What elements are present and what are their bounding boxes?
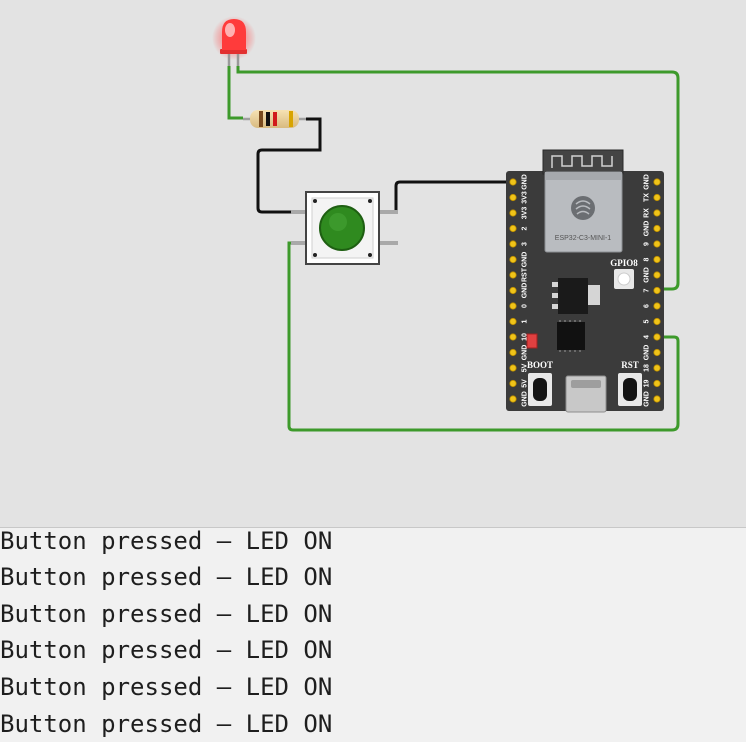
right-pin-label-12: 18	[644, 364, 651, 372]
power-led	[526, 333, 538, 349]
right-pin-4[interactable]	[653, 240, 661, 248]
right-pin-3[interactable]	[653, 224, 661, 233]
right-pin-label-1: TX	[644, 193, 651, 202]
wire-resistor-to-button	[256, 117, 322, 214]
left-pin-4[interactable]	[509, 240, 517, 248]
left-pin-6[interactable]	[509, 271, 517, 279]
right-pin-label-2: RX	[644, 208, 651, 218]
left-pin-10[interactable]	[509, 333, 517, 341]
module-label: ESP32-C3-MINI-1	[555, 235, 612, 242]
right-pin-label-10: 4	[644, 335, 651, 339]
left-pin-14[interactable]	[509, 395, 517, 403]
right-pin-5[interactable]	[653, 255, 661, 264]
left-pin-label-2: 3V3	[522, 207, 529, 220]
wire-led-to-gpio7	[236, 66, 680, 291]
left-pin-label-7: GND	[522, 283, 529, 299]
right-pin-label-8: 6	[644, 304, 651, 308]
right-pin-label-11: GND	[644, 345, 651, 361]
right-pin-6[interactable]	[653, 271, 661, 279]
right-pin-1[interactable]	[653, 193, 661, 202]
left-pin-13[interactable]	[509, 379, 517, 388]
right-pin-label-6: GND	[644, 267, 651, 283]
left-pin-label-14: GND	[522, 391, 529, 407]
right-pin-0[interactable]	[653, 178, 661, 186]
serial-monitor[interactable]: Button pressed – LED ON Button pressed –…	[0, 527, 746, 742]
esp32-c3-board[interactable]: ESP32-C3-MINI-1 GPIO8 BOOT RST GND3V33V3…	[506, 149, 664, 413]
wire-button-to-gpio4	[287, 241, 680, 432]
left-pin-1[interactable]	[509, 193, 517, 202]
left-pin-0[interactable]	[509, 178, 517, 186]
log-line: Button pressed – LED ON	[0, 673, 333, 701]
left-pin-label-11: GND	[522, 345, 529, 361]
left-pin-12[interactable]	[509, 364, 517, 372]
left-pin-3[interactable]	[509, 224, 517, 233]
right-pin-label-5: 8	[644, 257, 651, 261]
left-pin-label-13: 5V	[522, 379, 529, 388]
gpio8-label: GPIO8	[610, 258, 638, 268]
left-pin-label-12: 5V	[522, 363, 529, 372]
right-pin-label-9: 5	[644, 319, 651, 323]
resistor[interactable]	[243, 110, 306, 128]
boot-label: BOOT	[527, 360, 553, 370]
wire-led-to-resistor	[227, 66, 243, 120]
left-pin-label-10: 10	[522, 333, 529, 341]
left-pin-7[interactable]	[509, 286, 517, 295]
left-pin-8[interactable]	[509, 302, 517, 310]
log-line: Button pressed – LED ON	[0, 527, 333, 555]
left-pin-label-1: 3V3	[522, 191, 529, 204]
left-pin-11[interactable]	[509, 348, 517, 357]
led-red[interactable]	[212, 16, 256, 66]
left-pin-label-4: 3	[522, 242, 529, 246]
circuit-diagram: ESP32-C3-MINI-1 GPIO8 BOOT RST GND3V33V3…	[212, 16, 680, 432]
right-pin-label-3: GND	[644, 221, 651, 237]
right-pin-12[interactable]	[653, 364, 661, 372]
left-pin-5[interactable]	[509, 255, 517, 264]
right-pin-label-14: GND	[644, 391, 651, 407]
left-pin-label-0: GND	[522, 174, 529, 190]
log-line: Button pressed – LED ON	[0, 563, 333, 591]
right-pin-8[interactable]	[653, 302, 661, 310]
right-pin-label-0: GND	[644, 174, 651, 190]
right-pin-7[interactable]	[653, 286, 661, 295]
log-line: Button pressed – LED ON	[0, 600, 333, 628]
right-pin-label-13: 19	[644, 380, 651, 388]
right-pin-label-4: 9	[644, 242, 651, 246]
log-line: Button pressed – LED ON	[0, 710, 333, 738]
right-pin-10[interactable]	[653, 333, 661, 341]
right-pin-2[interactable]	[653, 209, 661, 217]
right-pin-9[interactable]	[653, 317, 661, 326]
right-pin-11[interactable]	[653, 348, 661, 357]
right-pin-14[interactable]	[653, 395, 661, 403]
left-pin-2[interactable]	[509, 209, 517, 217]
left-pin-9[interactable]	[509, 317, 517, 326]
wire-button-to-gnd	[381, 180, 512, 214]
left-pin-label-8: 0	[522, 304, 529, 308]
left-pin-label-5: GND	[522, 252, 529, 268]
left-pin-label-6: RST	[522, 267, 529, 282]
right-pin-label-7: 7	[644, 288, 651, 292]
right-pin-13[interactable]	[653, 379, 661, 388]
pushbutton[interactable]	[291, 191, 398, 265]
log-line: Button pressed – LED ON	[0, 636, 333, 664]
rst-label: RST	[621, 360, 639, 370]
left-pin-label-9: 1	[522, 319, 529, 323]
left-pin-label-3: 2	[522, 226, 529, 230]
